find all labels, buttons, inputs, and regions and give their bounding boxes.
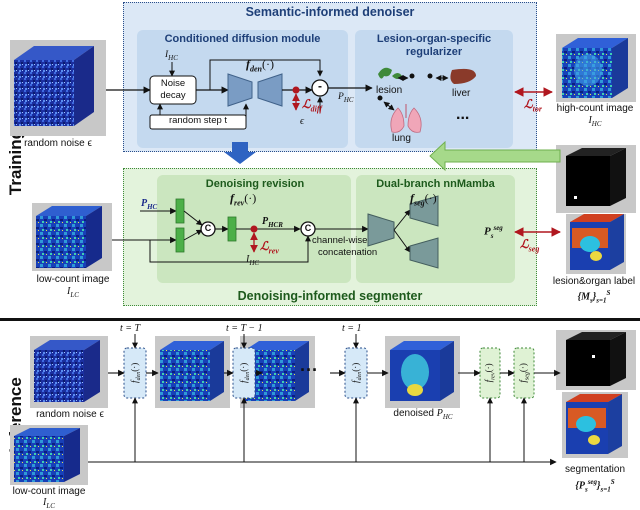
seg-p-hc-label: PHC	[141, 198, 158, 211]
inf-segmentation-cube	[562, 392, 628, 458]
lesion-label: lesion	[376, 85, 403, 96]
inf-f-den-2: fden(·)	[238, 362, 252, 383]
lung-icon	[390, 104, 422, 133]
inf-random-noise-label: random noise ϵ	[36, 409, 104, 420]
t-eq-T-minus-1-label: t = T − 1	[226, 323, 263, 334]
concat-label-line1: channel-wise	[312, 235, 368, 246]
inf-noise-cube	[30, 336, 108, 408]
t-eq-1-label: t = 1	[342, 323, 362, 334]
noise-decay-line2: decay	[160, 90, 186, 101]
cdm-title: Conditioned diffusion module	[164, 33, 321, 45]
regularizer-dots: ...	[456, 106, 470, 123]
noise-decay-line1: Noise	[160, 78, 186, 89]
l-seg-label: ℒseg	[520, 237, 540, 254]
random-step-label: random step t	[168, 115, 228, 126]
label-set-symbol: {Ms}s=1S	[577, 289, 611, 305]
lesion-organ-regularizer-panel	[355, 30, 513, 148]
liver-icon	[450, 68, 476, 84]
random-noise-label: random noise ϵ	[24, 138, 92, 149]
los-title-line2: regularizer	[405, 46, 463, 58]
low-count-label: low-count image	[36, 274, 110, 285]
organ-label-cube	[566, 214, 626, 274]
low-count-cube	[32, 203, 112, 271]
l-tor-label: ℒtor	[524, 97, 542, 114]
segmentation-label: segmentation	[564, 464, 626, 475]
inf-low-count-label: low-count image	[12, 486, 86, 497]
l-rev-label: ℒrev	[260, 239, 279, 256]
p-hc-label: PHC	[338, 92, 354, 104]
inf-low-count-symbol: ILC	[43, 497, 55, 510]
f-rev-label: frev(·)	[230, 191, 257, 208]
inf-f-seg: fseg(·)	[517, 363, 531, 383]
lesion-icon	[378, 67, 402, 79]
concat-symbol-1: C	[204, 223, 212, 233]
random-noise-cube	[10, 40, 106, 136]
concat-label-line2: concatenation	[318, 247, 378, 258]
high-count-symbol: IHC	[588, 115, 602, 128]
seg-ihc-label: IHC	[246, 254, 260, 267]
inf-f-rev: frev(·)	[483, 363, 497, 383]
denoiser-title: Semantic-informed denoiser	[245, 5, 415, 19]
liver-label: liver	[452, 88, 471, 99]
lung-label: lung	[392, 133, 411, 144]
high-count-cube	[556, 34, 636, 102]
concat-symbol-2: C	[304, 223, 312, 233]
inf-low-count-cube	[10, 425, 88, 485]
inf-f-den-1: fden(·)	[129, 362, 143, 383]
low-count-symbol: ILC	[67, 286, 79, 299]
inf-denoised-cube	[385, 336, 460, 408]
minus-symbol: -	[318, 79, 322, 93]
inference-dots: ···	[300, 360, 318, 380]
f-den-label: fden(·)	[246, 57, 274, 74]
inf-step-cube-1	[155, 336, 230, 408]
rev-title: Denoising revision	[205, 178, 305, 190]
p-hcr-label: PHCR	[262, 216, 283, 229]
seg-set-symbol: {Psseg}s=1S	[575, 478, 615, 494]
high-count-label: high-count image	[556, 103, 634, 114]
t-eq-T-label: t = T	[120, 323, 141, 334]
section-divider	[0, 318, 640, 321]
mamba-title: Dual-branch nnMamba	[376, 178, 495, 190]
segmenter-title: Denoising-informed segmenter	[237, 289, 423, 303]
cdm-ihc-label: IHC	[165, 50, 178, 62]
inf-mask-cube	[556, 330, 636, 390]
l-diff-label: ℒdiff	[302, 97, 323, 114]
los-title-line1: Lesion-organ-specific	[376, 33, 492, 45]
denoised-label: denoised PHC	[393, 408, 453, 421]
mask-cube	[556, 145, 636, 213]
inf-f-den-3: fden(·)	[350, 362, 364, 383]
lesion-organ-label: lesion&organ label	[552, 276, 636, 287]
epsilon-label: ϵ	[300, 116, 305, 127]
f-seg-label: fseg(·)	[410, 191, 437, 208]
p-seg-label: Psseg	[484, 224, 503, 240]
